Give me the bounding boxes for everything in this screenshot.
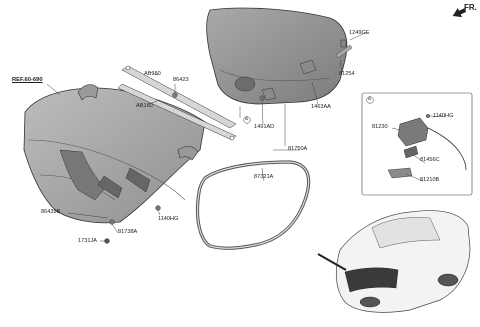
part-label-AB160[interactable]: AB160 xyxy=(136,103,153,109)
reference-label[interactable]: REF.60-690 xyxy=(12,77,43,83)
part-label-1140HG[interactable]: 1140HG xyxy=(158,216,179,222)
detail-box-marker-label: a xyxy=(368,96,371,102)
fasteners xyxy=(104,39,353,244)
front-direction-label: FR. xyxy=(464,3,477,12)
trunk-lid-assembly xyxy=(23,84,206,224)
latch-detail-box xyxy=(361,92,473,196)
leader-lines xyxy=(46,32,446,242)
weatherstrip-seal xyxy=(195,160,311,250)
part-label-86423[interactable]: 86423 xyxy=(173,77,189,83)
part-label-81456C[interactable]: 81456C xyxy=(420,157,440,163)
trunk-trim-panel xyxy=(206,7,348,105)
part-label-81230[interactable]: 81230 xyxy=(372,124,388,130)
part-label-1463AA[interactable]: 1463AA xyxy=(311,104,331,110)
part-label-1140HG-latch[interactable]: 1140HG xyxy=(433,113,454,119)
part-label-1731JA[interactable]: 1731JA xyxy=(78,238,97,244)
part-label-AB150[interactable]: AB150 xyxy=(144,71,161,77)
stay-rods xyxy=(117,65,237,141)
detail-marker-label: a xyxy=(245,116,248,122)
detail-marker-a xyxy=(243,116,251,124)
vehicle-location-illustration xyxy=(317,210,471,313)
part-label-87321A[interactable]: 87321A xyxy=(254,174,274,180)
part-label-81750A[interactable]: 81750A xyxy=(288,146,308,152)
part-label-81254[interactable]: 81254 xyxy=(339,71,355,77)
part-label-1249GE[interactable]: 1249GE xyxy=(349,30,370,36)
front-direction-arrow-icon xyxy=(452,8,467,18)
part-label-86439B[interactable]: 86439B xyxy=(41,209,61,215)
part-label-81210B[interactable]: 81210B xyxy=(420,177,440,183)
part-label-1491AD[interactable]: 1491AD xyxy=(254,124,275,130)
part-label-81738A[interactable]: 81738A xyxy=(118,229,138,235)
